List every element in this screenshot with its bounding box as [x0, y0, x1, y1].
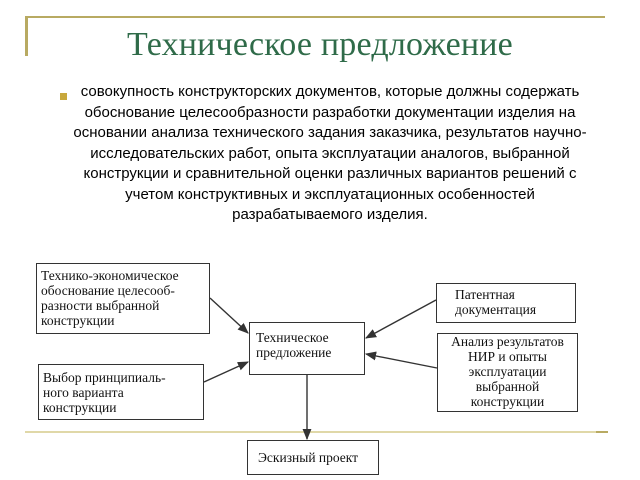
frame-left-line [25, 16, 28, 56]
analysis-box: Анализ результатов НИР и опыты эксплуата… [437, 333, 578, 412]
patent-docs-label: Патентная документация [455, 287, 537, 317]
definition-text: совокупность конструкторских документов,… [73, 83, 587, 223]
frame-top-line [25, 16, 605, 18]
technical-proposal-label: Техническое предложение [256, 330, 332, 360]
sketch-project-label: Эскизный проект [258, 450, 359, 465]
te-justification-label: Технико-экономическое обоснование целесо… [41, 268, 179, 328]
variant-choice-label: Выбор принципиаль- ного варианта констру… [43, 370, 166, 415]
te-justification-box: Технико-экономическое обоснование целесо… [36, 263, 210, 334]
frame-bottom-line [25, 431, 605, 433]
frame-bottom-tick [596, 431, 608, 433]
slide-title: Техническое предложение [127, 26, 513, 63]
variant-choice-box: Выбор принципиаль- ного варианта констру… [38, 364, 204, 420]
arrow-analysis-to-proposal [364, 351, 438, 369]
patent-docs-box: Патентная документация [436, 283, 576, 323]
arrow-choice-to-proposal [203, 361, 250, 383]
arrow-te-to-proposal [209, 297, 249, 334]
sketch-project-box: Эскизный проект [247, 440, 379, 475]
analysis-label: Анализ результатов НИР и опыты эксплуата… [451, 334, 564, 409]
technical-proposal-box: Техническое предложение [249, 322, 365, 375]
bullet-square-icon [60, 93, 67, 100]
arrow-patent-to-proposal [365, 299, 437, 339]
